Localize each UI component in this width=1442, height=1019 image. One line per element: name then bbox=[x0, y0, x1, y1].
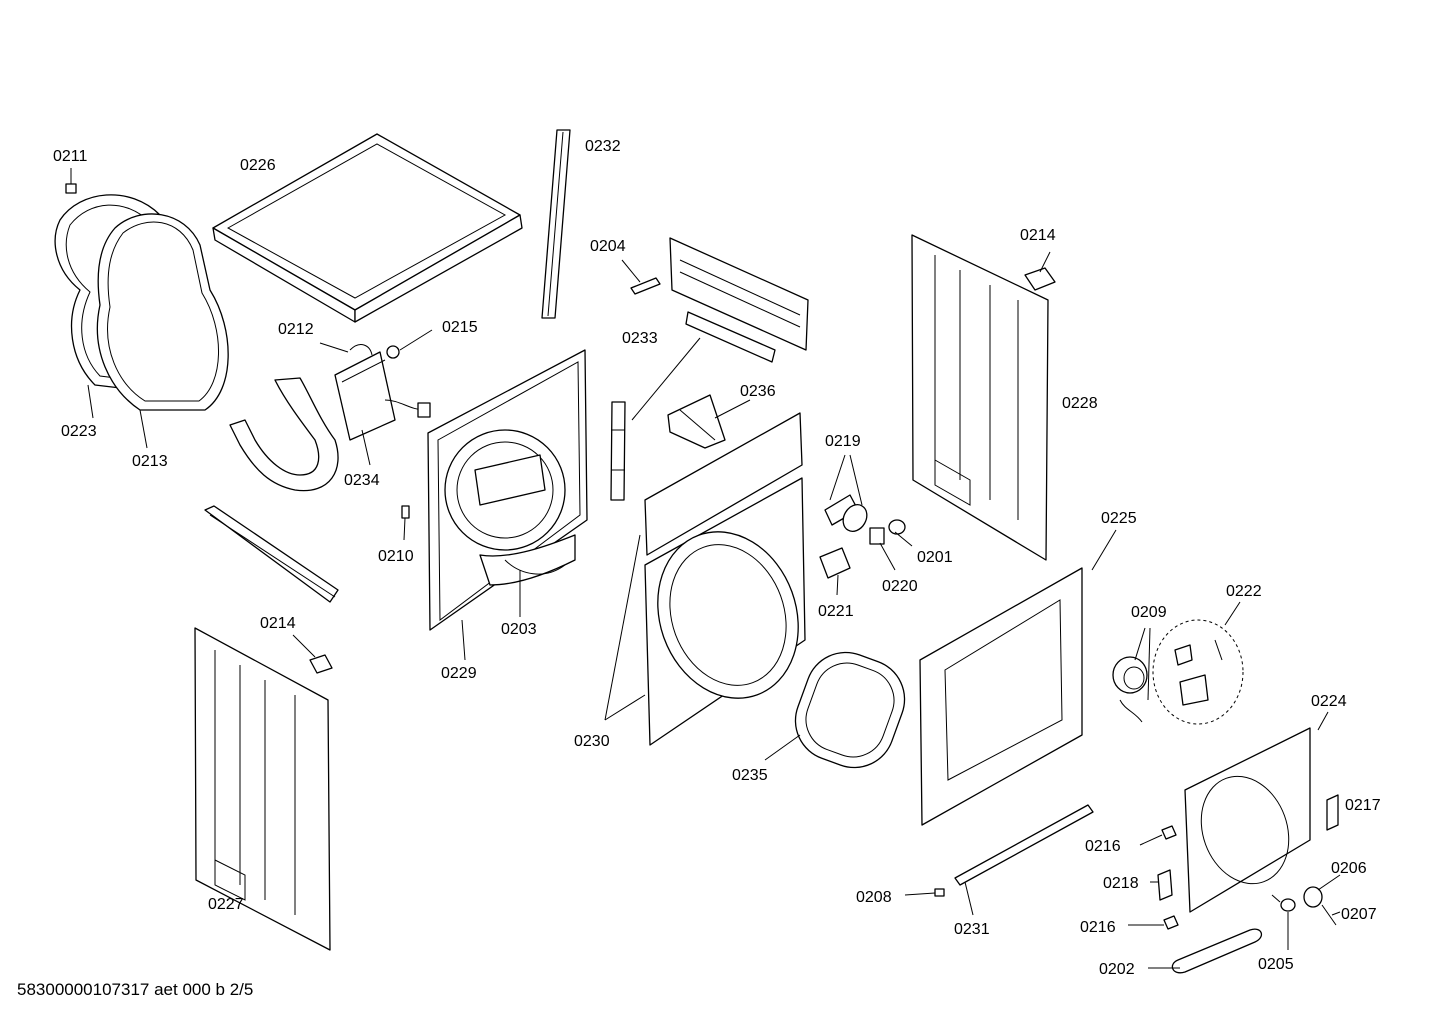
callout-0215: 0215 bbox=[442, 319, 478, 336]
part-0213-rear-seal bbox=[96, 213, 229, 411]
part-0236-bracket bbox=[667, 394, 726, 449]
callout-0204: 0204 bbox=[590, 238, 626, 255]
callout-0211: 0211 bbox=[53, 148, 88, 165]
part-0227-side-panel-left bbox=[194, 627, 331, 951]
part-0221-switch bbox=[819, 547, 851, 579]
callout-0201: 0201 bbox=[917, 549, 953, 566]
callout-0202: 0202 bbox=[1099, 961, 1135, 978]
callout-0230: 0230 bbox=[574, 733, 610, 750]
callout-0235: 0235 bbox=[732, 767, 768, 784]
callout-0221: 0221 bbox=[818, 603, 854, 620]
callout-0231: 0231 bbox=[954, 921, 990, 938]
part-0205-foot bbox=[1271, 894, 1296, 912]
callout-0225: 0225 bbox=[1101, 510, 1137, 527]
callout-0207: 0207 bbox=[1341, 906, 1377, 923]
part-0218-lock bbox=[1157, 869, 1173, 901]
callout-0233: 0233 bbox=[622, 330, 658, 347]
part-0219-lamp-cover bbox=[824, 494, 868, 532]
callout-0214-upper: 0214 bbox=[1020, 227, 1056, 244]
part-0202-handle bbox=[1171, 928, 1263, 974]
part-0232-vertical-rail bbox=[541, 129, 571, 319]
callout-0229: 0229 bbox=[441, 665, 477, 682]
callout-0227: 0227 bbox=[208, 896, 244, 913]
part-duct-hose bbox=[229, 377, 339, 492]
callout-0216-upper: 0216 bbox=[1085, 838, 1121, 855]
part-0230-front-frame bbox=[644, 412, 806, 746]
callout-0219: 0219 bbox=[825, 433, 861, 450]
callout-0214-lower: 0214 bbox=[260, 615, 296, 632]
callout-0208: 0208 bbox=[856, 889, 892, 906]
part-0220-lamp-holder bbox=[869, 527, 885, 545]
part-0210-screw bbox=[401, 505, 410, 519]
part-0225-door-panel bbox=[919, 567, 1083, 826]
part-0231-trim-strip bbox=[954, 804, 1094, 886]
part-0226-top-cover bbox=[212, 133, 523, 323]
callout-0209: 0209 bbox=[1131, 604, 1167, 621]
part-0235-door-seal bbox=[794, 651, 906, 769]
part-0216b-pad bbox=[1163, 915, 1179, 930]
part-0207-screw bbox=[1321, 904, 1337, 926]
part-0201-lamp bbox=[888, 519, 906, 535]
part-0216a-pad bbox=[1161, 825, 1177, 840]
callout-0224: 0224 bbox=[1311, 693, 1347, 710]
callout-0213: 0213 bbox=[132, 453, 168, 470]
part-0209-knob bbox=[1112, 656, 1148, 723]
callout-0203: 0203 bbox=[501, 621, 537, 638]
callout-0210: 0210 bbox=[378, 548, 414, 565]
callout-0228: 0228 bbox=[1062, 395, 1098, 412]
callout-0234: 0234 bbox=[344, 472, 380, 489]
part-0214-upper-clip bbox=[1024, 267, 1056, 291]
part-0234-module bbox=[334, 344, 431, 441]
callout-0217: 0217 bbox=[1345, 797, 1381, 814]
part-0233-hinge bbox=[610, 311, 776, 501]
part-0217-catch bbox=[1326, 794, 1339, 831]
part-0203-duct bbox=[504, 559, 566, 575]
part-rear-bracket bbox=[669, 237, 809, 351]
part-lower-rail bbox=[204, 505, 339, 603]
part-0214-lower-clip bbox=[309, 654, 333, 674]
callout-0220: 0220 bbox=[882, 578, 918, 595]
callout-0212: 0212 bbox=[278, 321, 314, 338]
document-id: 58300000107317 aet 000 b 2/5 bbox=[17, 980, 254, 999]
part-0206-knob bbox=[1303, 886, 1323, 908]
callout-labels: 0211 0226 0232 0204 0214 0212 0215 0233 … bbox=[53, 138, 1381, 978]
callout-0206: 0206 bbox=[1331, 860, 1367, 877]
callout-0222: 0222 bbox=[1226, 583, 1262, 600]
part-0229-front-panel bbox=[427, 349, 588, 631]
part-0228-side-panel-right bbox=[911, 234, 1049, 561]
leader-lines bbox=[70, 168, 1341, 969]
part-0224-rear-frame bbox=[1184, 727, 1311, 913]
callout-0236: 0236 bbox=[740, 383, 776, 400]
callout-0218: 0218 bbox=[1103, 875, 1139, 892]
callout-0232: 0232 bbox=[585, 138, 621, 155]
callout-0205: 0205 bbox=[1258, 956, 1294, 973]
callout-0226: 0226 bbox=[240, 157, 276, 174]
part-0222-hinge-parts bbox=[1152, 619, 1244, 725]
part-0208-clip bbox=[934, 888, 945, 897]
part-0204-clip bbox=[630, 277, 661, 295]
callout-0216-lower: 0216 bbox=[1080, 919, 1116, 936]
callout-0223: 0223 bbox=[61, 423, 97, 440]
